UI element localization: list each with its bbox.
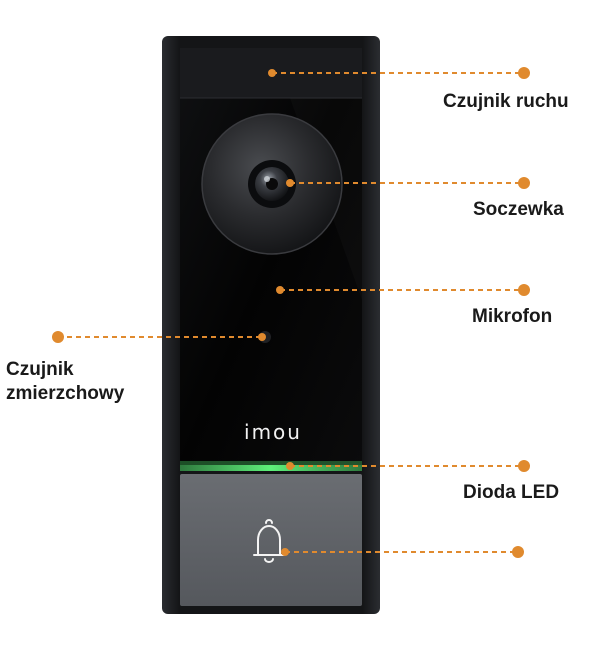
- label-led: Dioda LED: [463, 482, 560, 503]
- led-strip-glow: [180, 461, 362, 465]
- brand-logo: imou: [244, 420, 302, 444]
- label-lens: Soczewka: [473, 199, 564, 220]
- label-dusk-sensor-line1: Czujnik: [6, 359, 74, 380]
- callout-dot-dusk-device: [258, 333, 266, 341]
- callout-dot-motion-device: [268, 69, 276, 77]
- camera-lens-highlight: [264, 176, 270, 182]
- label-dusk-sensor: Czujnik zmierzchowy: [6, 358, 176, 406]
- callout-dot-led-device: [286, 462, 294, 470]
- label-dusk-sensor-line2: zmierzchowy: [6, 383, 125, 404]
- callout-dot-lens-device: [286, 179, 294, 187]
- callout-dot-dusk-end: [52, 331, 64, 343]
- callout-dot-motion-end: [518, 67, 530, 79]
- callout-dot-button-end: [512, 546, 524, 558]
- led-strip: [180, 465, 362, 471]
- label-microphone: Mikrofon: [472, 306, 553, 327]
- camera-dome-rim: [201, 113, 343, 255]
- doorbell-button-panel: [180, 474, 362, 606]
- callout-dot-led-end: [518, 460, 530, 472]
- callout-dot-button-device: [281, 548, 289, 556]
- callout-dot-lens-end: [518, 177, 530, 189]
- callout-dot-mic-device: [276, 286, 284, 294]
- callout-dot-mic-end: [518, 284, 530, 296]
- bell-icon: [253, 519, 285, 563]
- label-motion-sensor: Czujnik ruchu: [443, 91, 569, 112]
